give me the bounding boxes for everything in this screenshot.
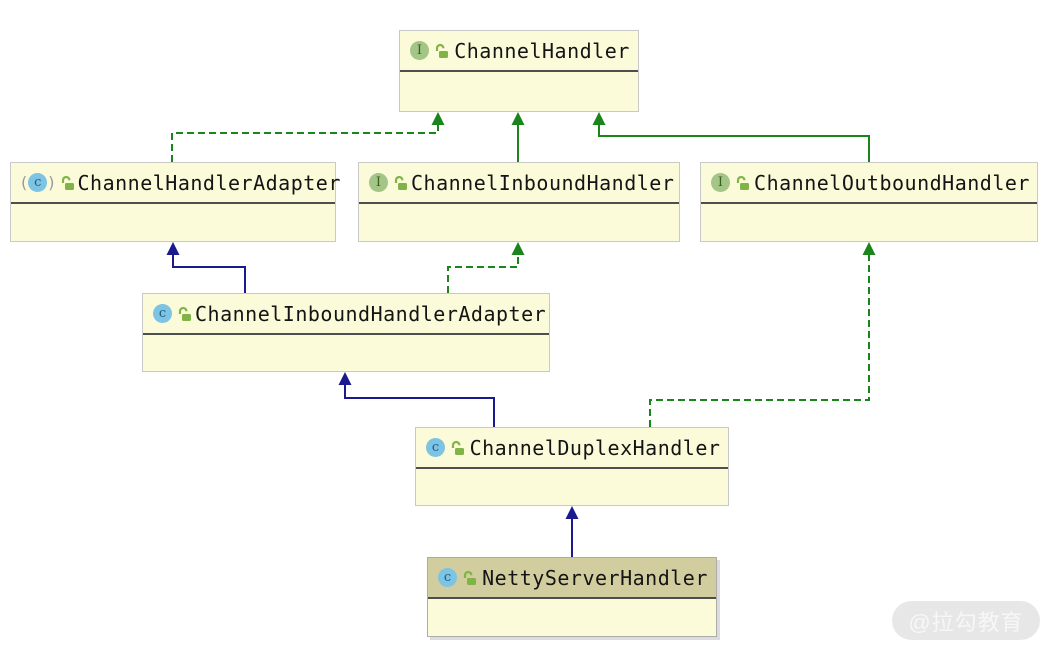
arrowhead-icon	[166, 242, 180, 255]
node-header: I ChannelOutboundHandler	[701, 163, 1037, 204]
icon-wrap: c	[438, 568, 457, 587]
icon-wrap: c	[21, 173, 55, 192]
edge-channelinboundhandler-extends-interface-channelhandler	[511, 112, 525, 162]
node-body	[400, 72, 638, 111]
arrowhead-icon	[862, 242, 876, 255]
class-node-channelhandler[interactable]: I ChannelHandler	[399, 30, 639, 112]
edge-channelinboundhandleradapter-extends-channelhandleradapter	[166, 242, 246, 293]
node-header: c NettyServerHandler	[428, 558, 716, 599]
node-body	[416, 469, 728, 505]
class-node-channelinboundhandleradapter[interactable]: c ChannelInboundHandlerAdapter	[142, 293, 550, 372]
class-node-channelduplexhandler[interactable]: c ChannelDuplexHandler	[415, 427, 729, 506]
unlocked-icon	[434, 43, 450, 59]
node-header: I ChannelHandler	[400, 31, 638, 72]
class-node-channelinboundhandler[interactable]: I ChannelInboundHandler	[358, 162, 680, 242]
class-icon: c	[426, 438, 445, 457]
class-icon: c	[438, 568, 457, 587]
interface-icon: I	[410, 41, 429, 60]
unlocked-icon	[450, 440, 466, 456]
edge-channeloutboundhandler-extends-interface-channelhandler	[592, 112, 870, 162]
icon-wrap: c	[426, 438, 445, 457]
edge-channelinboundhandleradapter-implements-channelinboundhandler	[447, 242, 525, 293]
interface-icon: I	[369, 173, 388, 192]
edge-channelduplexhandler-implements-channeloutboundhandler	[649, 242, 876, 427]
arrowhead-icon	[592, 112, 606, 125]
node-body	[11, 204, 335, 241]
icon-wrap: c	[153, 304, 172, 323]
node-label: ChannelHandlerAdapter	[77, 170, 341, 195]
node-label: ChannelOutboundHandler	[754, 170, 1030, 195]
unlocked-icon	[177, 306, 193, 322]
edge-channelduplexhandler-extends-channelinboundhandleradapter	[338, 372, 495, 427]
interface-icon: I	[711, 173, 730, 192]
edge-channelhandleradapter-implements-channelhandler	[171, 112, 445, 162]
node-header: c ChannelHandlerAdapter	[11, 163, 340, 204]
arrowhead-icon	[565, 506, 579, 519]
arrowhead-icon	[431, 112, 445, 125]
unlocked-icon	[60, 175, 76, 191]
class-icon: c	[153, 304, 172, 323]
unlocked-icon	[393, 175, 409, 191]
node-body	[359, 204, 679, 241]
node-label: ChannelInboundHandler	[411, 170, 675, 195]
class-node-channeloutboundhandler[interactable]: I ChannelOutboundHandler	[700, 162, 1038, 242]
icon-wrap: I	[369, 173, 388, 192]
node-header: I ChannelInboundHandler	[359, 163, 679, 204]
node-label: ChannelInboundHandlerAdapter	[195, 301, 547, 326]
icon-wrap: I	[711, 173, 730, 192]
unlocked-icon	[462, 570, 478, 586]
watermark-text: @拉勾教育	[908, 609, 1024, 635]
node-label: NettyServerHandler	[482, 565, 708, 590]
icon-wrap: I	[410, 41, 429, 60]
unlocked-icon	[735, 175, 751, 191]
node-label: ChannelDuplexHandler	[469, 435, 721, 460]
arrowhead-icon	[511, 112, 525, 125]
node-header: c ChannelDuplexHandler	[416, 428, 728, 469]
arrowhead-icon	[338, 372, 352, 385]
node-body	[428, 599, 716, 636]
node-body	[143, 335, 549, 371]
node-header: c ChannelInboundHandlerAdapter	[143, 294, 549, 335]
node-label: ChannelHandler	[454, 38, 630, 63]
edge-nettyserverhandler-extends-channelduplexhandler	[565, 506, 579, 557]
watermark-badge: @拉勾教育	[892, 601, 1040, 640]
class-node-nettyserverhandler[interactable]: c NettyServerHandler	[427, 557, 717, 637]
node-body	[701, 204, 1037, 241]
arrowhead-icon	[511, 242, 525, 255]
abstract-class-icon: c	[28, 173, 48, 192]
class-node-channelhandleradapter[interactable]: c ChannelHandlerAdapter	[10, 162, 340, 242]
